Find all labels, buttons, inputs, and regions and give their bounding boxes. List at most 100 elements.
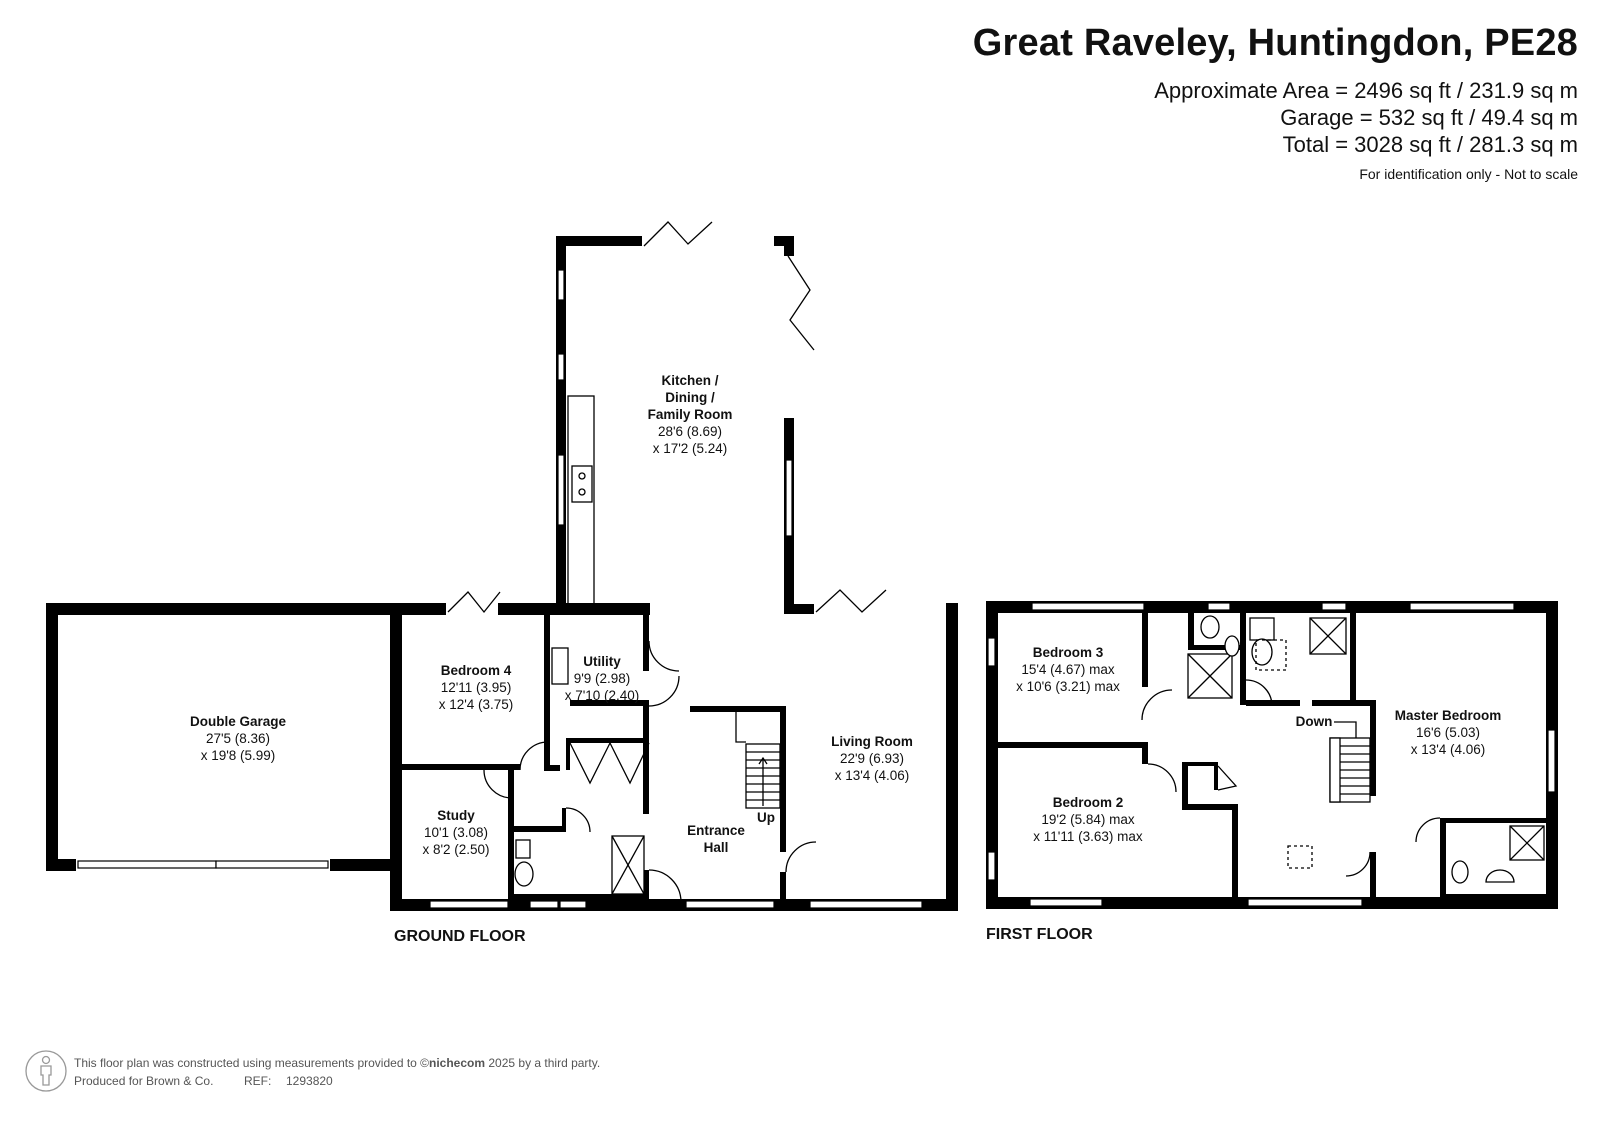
window [557, 353, 565, 381]
first-floor-label: FIRST FLOOR [986, 926, 1093, 943]
toilet-icon [1251, 638, 1273, 666]
skylight-icon [1255, 639, 1287, 671]
door-swing-icon [1141, 689, 1173, 721]
sink-icon [551, 647, 569, 685]
window [785, 459, 793, 537]
window [1207, 602, 1231, 611]
window [557, 269, 565, 301]
toilet-icon [514, 861, 534, 887]
ref-label: REF: [244, 1074, 271, 1088]
room-dimension: x 10'6 (3.21) max [1016, 679, 1120, 694]
first-floor-plan: Bedroom 3 15'4 (4.67) max x 10'6 (3.21) … [986, 601, 1558, 943]
stairs-icon [735, 712, 781, 809]
room-dimension: 9'9 (2.98) [574, 671, 631, 686]
interior-partitions [402, 611, 817, 903]
room-dimension: x 8'2 (2.50) [422, 842, 489, 857]
total-area: Total = 3028 sq ft / 281.3 sq m [1282, 132, 1578, 157]
stairs-icon [1329, 721, 1371, 803]
room-dimension: 27'5 (8.36) [206, 731, 270, 746]
kitchen-walls [556, 221, 887, 614]
first-floor-walls [986, 601, 1558, 909]
door-swing-icon [483, 769, 513, 799]
room-dimension: x 13'4 (4.06) [835, 768, 910, 783]
room-name: Family Room [648, 407, 733, 422]
ground-floor-label: GROUND FLOOR [394, 928, 526, 945]
room-name: Kitchen / [661, 373, 718, 388]
door-swing-icon [1415, 817, 1441, 843]
window [809, 900, 923, 909]
room-dimension: 16'6 (5.03) [1416, 725, 1480, 740]
stairs-label: Up [757, 810, 775, 825]
room-name: Study [437, 808, 475, 823]
door-swing-icon [1345, 851, 1371, 877]
window [987, 637, 996, 667]
sink-icon [1249, 617, 1275, 641]
room-name: Dining / [665, 390, 715, 405]
room-dimension: x 13'4 (4.06) [1411, 742, 1486, 757]
room-dimension: 15'4 (4.67) max [1021, 662, 1115, 677]
door-swing-icon [648, 640, 680, 672]
window [529, 900, 559, 909]
room-dimension: 19'2 (5.84) max [1041, 812, 1135, 827]
room-dimension: 12'11 (3.95) [441, 680, 512, 695]
garage-walls [46, 603, 402, 909]
room-name: Hall [704, 840, 729, 855]
window [1029, 898, 1103, 907]
room-name: Bedroom 4 [441, 663, 512, 678]
garage-door [77, 860, 217, 869]
room-dimension: x 17'2 (5.24) [653, 441, 728, 456]
door-swing-icon [519, 741, 549, 771]
toilet-icon [1224, 635, 1240, 657]
room-name: Master Bedroom [1395, 708, 1502, 723]
approximate-area: Approximate Area = 2496 sq ft / 231.9 sq… [1154, 78, 1578, 103]
room-dimension: 28'6 (8.69) [658, 424, 722, 439]
sink-icon [515, 839, 531, 859]
window [559, 900, 587, 909]
room-dimension: 10'1 (3.08) [424, 825, 488, 840]
garage-door [215, 860, 329, 869]
room-name: Utility [583, 654, 621, 669]
ground-floor-plan: Kitchen / Dining / Family Room 28'6 (8.6… [46, 221, 958, 945]
skylight-icon [1287, 845, 1313, 869]
first-floor-partitions [998, 613, 1548, 900]
window [1409, 602, 1515, 611]
door-swing-icon [648, 675, 680, 707]
room-name: Double Garage [190, 714, 287, 729]
property-title: Great Raveley, Huntingdon, PE28 [972, 22, 1578, 64]
scale-disclaimer: For identification only - Not to scale [1359, 166, 1578, 182]
garage-area: Garage = 532 sq ft / 49.4 sq m [1280, 105, 1578, 130]
window [1321, 602, 1347, 611]
cupboard-door-icon [569, 742, 611, 785]
room-dimension: x 7'10 (2.40) [565, 688, 640, 703]
room-dimension: x 11'11 (3.63) max [1033, 829, 1143, 844]
door-swing-icon [1147, 763, 1177, 793]
toilet-icon [1200, 615, 1220, 639]
window [557, 454, 565, 526]
room-name: Bedroom 3 [1033, 645, 1104, 660]
bifold-door-icon [815, 589, 887, 613]
room-name: Bedroom 2 [1053, 795, 1124, 810]
room-name: Living Room [831, 734, 913, 749]
window [1547, 729, 1556, 793]
room-name: Entrance [687, 823, 745, 838]
toilet-icon [1451, 860, 1469, 884]
door-swing-icon [1245, 679, 1273, 707]
main-walls [390, 591, 958, 911]
window [987, 851, 996, 881]
bifold-door-icon [643, 221, 713, 247]
door-swing-icon [565, 807, 591, 833]
sink-icon [571, 465, 593, 503]
stairs-label: Down [1296, 714, 1333, 729]
brand-name: nichecom [429, 1056, 485, 1070]
footer-note-end: 2025 by a third party. [485, 1056, 600, 1070]
footer: This floor plan was constructed using me… [25, 1050, 600, 1092]
person-logo-icon [25, 1050, 67, 1092]
copyright-icon: © [420, 1056, 429, 1070]
door-swing-icon [648, 869, 682, 903]
bifold-door-icon [447, 591, 501, 614]
window [685, 900, 775, 909]
room-dimension: x 19'8 (5.99) [201, 748, 276, 763]
sink-icon [1485, 869, 1515, 883]
produced-for: Produced for Brown & Co. [74, 1074, 213, 1088]
